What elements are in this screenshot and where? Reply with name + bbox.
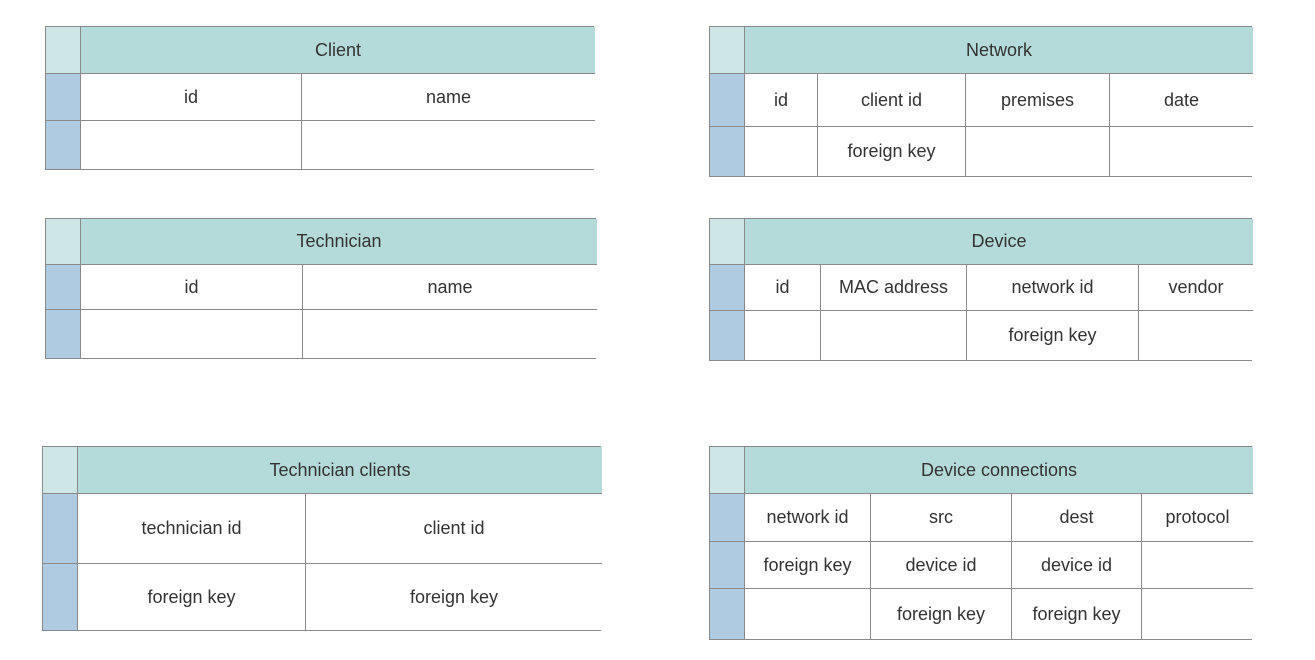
table-title: Network [745,27,1253,74]
table-corner [710,219,745,265]
table-title: Technician [81,219,597,265]
row-header [710,589,745,639]
table-title: Device connections [745,447,1253,494]
row-header [46,310,81,358]
table-cell: name [303,265,597,310]
row-header [710,542,745,589]
table-cell: foreign key [78,564,306,630]
table-cell: network id [745,494,871,542]
table-cell [81,310,303,358]
table-cell: foreign key [871,589,1012,639]
table-cell [1110,127,1253,176]
table-cell: id [745,265,821,311]
table-cell: dest [1012,494,1142,542]
table-cell [966,127,1110,176]
table-corner [46,27,81,74]
table-cell [1142,542,1253,589]
table-cell: src [871,494,1012,542]
row-header [710,265,745,311]
table-cell: client id [306,494,602,564]
table-cell [821,311,967,360]
table-cell: date [1110,74,1253,127]
table-cell: technician id [78,494,306,564]
table-cell: name [302,74,595,121]
row-header [43,564,78,630]
table-cell [745,589,871,639]
row-header [710,494,745,542]
table-cell: foreign key [967,311,1139,360]
row-header [710,311,745,360]
table-title: Technician clients [78,447,602,494]
table-cell [745,311,821,360]
table-cell: id [81,74,302,121]
table-corner [710,447,745,494]
table-cell: foreign key [745,542,871,589]
table-title: Device [745,219,1253,265]
table-cell: network id [967,265,1139,311]
table-cell [303,310,597,358]
table-cell: device id [1012,542,1142,589]
table-cell: vendor [1139,265,1253,311]
table-cell [81,121,302,169]
table-cell [1142,589,1253,639]
table-cell [745,127,818,176]
table-title: Client [81,27,595,74]
table-cell [302,121,595,169]
table-cell: foreign key [818,127,966,176]
row-header [46,121,81,169]
table-cell: id [745,74,818,127]
table-cell: device id [871,542,1012,589]
row-header [710,74,745,127]
table-cell: premises [966,74,1110,127]
table-cell: protocol [1142,494,1253,542]
row-header [46,265,81,310]
table-cell: MAC address [821,265,967,311]
table-cell: id [81,265,303,310]
table-cell: client id [818,74,966,127]
table-cell: foreign key [306,564,602,630]
table-corner [43,447,78,494]
table-corner [710,27,745,74]
table-cell [1139,311,1253,360]
row-header [46,74,81,121]
row-header [43,494,78,564]
table-cell: foreign key [1012,589,1142,639]
row-header [710,127,745,176]
table-corner [46,219,81,265]
